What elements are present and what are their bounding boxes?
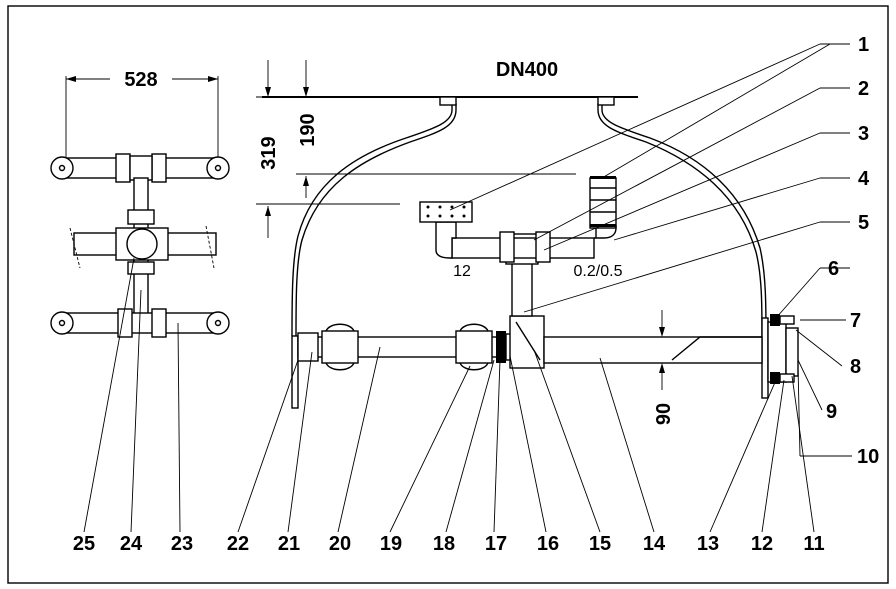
right-callouts: 1 2 3 4 5 6 7 8 9 10 xyxy=(826,34,879,468)
callout-15: 15 xyxy=(589,533,611,555)
callout-10: 10 xyxy=(857,446,879,468)
callout-14: 14 xyxy=(643,533,666,555)
callout-4: 4 xyxy=(858,168,870,190)
dim-90: 90 xyxy=(653,403,675,425)
dim-190: 190 xyxy=(297,113,319,146)
callout-24: 24 xyxy=(120,533,143,555)
callout-13: 13 xyxy=(697,533,719,555)
callout-17: 17 xyxy=(485,533,507,555)
callout-2: 2 xyxy=(858,78,869,100)
callout-21: 21 xyxy=(278,533,300,555)
callout-22: 22 xyxy=(227,533,249,555)
callout-12: 12 xyxy=(751,533,773,555)
callout-3: 3 xyxy=(858,123,869,145)
callout-5: 5 xyxy=(858,212,869,234)
callout-25: 25 xyxy=(73,533,95,555)
dim-528: 528 xyxy=(124,69,157,91)
callout-1: 1 xyxy=(858,34,869,56)
label-nozzle-0.2-0.5: 0.2/0.5 xyxy=(574,263,623,280)
side-view: 528 xyxy=(50,69,230,533)
main-view: DN400 319 190 xyxy=(256,59,799,425)
callout-11: 11 xyxy=(803,533,824,555)
callout-18: 18 xyxy=(433,533,455,555)
callout-9: 9 xyxy=(826,401,837,423)
callout-8: 8 xyxy=(850,356,861,378)
callout-20: 20 xyxy=(329,533,351,555)
dim-319: 319 xyxy=(258,136,280,169)
callout-6: 6 xyxy=(828,258,839,280)
callout-16: 16 xyxy=(537,533,559,555)
label-nozzle-12: 12 xyxy=(453,263,471,280)
title-dn400: DN400 xyxy=(496,59,558,81)
drawing-frame xyxy=(7,5,889,584)
callout-7: 7 xyxy=(850,310,861,332)
callout-19: 19 xyxy=(380,533,402,555)
callout-23: 23 xyxy=(171,533,193,555)
leader-lines xyxy=(237,43,852,533)
bottom-callouts: 25 24 23 22 21 20 19 18 17 16 15 14 13 1… xyxy=(73,533,825,555)
